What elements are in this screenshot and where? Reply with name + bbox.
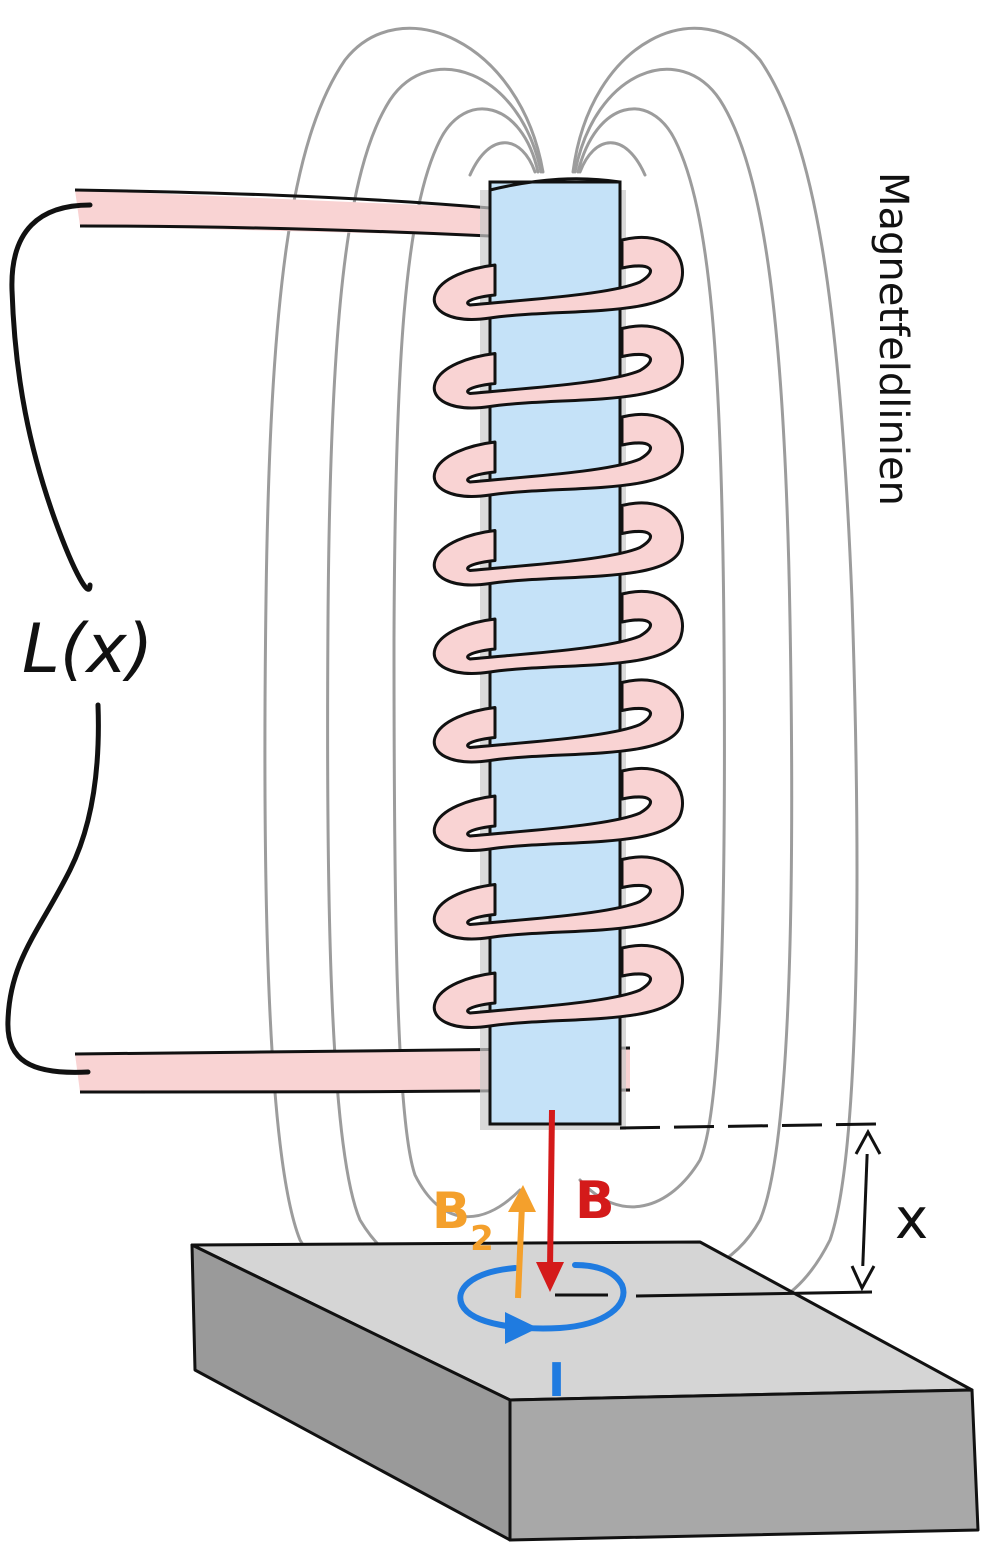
field-line-right-3 [576, 107, 726, 1209]
gap-label: x [895, 1187, 928, 1252]
b2-field-label-main: B [432, 1182, 470, 1240]
current-label: I [548, 1353, 565, 1407]
field-line-right-2 [573, 67, 794, 1283]
field-line-right-1 [571, 26, 859, 1318]
field-line-left-3 [392, 107, 540, 1219]
coil-windings [432, 236, 684, 1029]
field-line-right-4 [578, 141, 647, 177]
inductance-brace [5, 202, 101, 1075]
field-line-left-4 [468, 141, 537, 177]
field-line-left-2 [326, 67, 543, 1275]
current-arrowhead [505, 1312, 538, 1344]
b-field-arrowhead [536, 1262, 564, 1292]
field-line-left-1 [263, 26, 545, 1305]
plate-front-face [508, 1388, 980, 1542]
b2-field-label-sub: 2 [470, 1219, 494, 1259]
b2-field-arrowhead [508, 1185, 536, 1212]
top-wire-lead [75, 190, 490, 236]
metal-plate [190, 1240, 980, 1542]
coil-turn [432, 944, 684, 1029]
b-field-arrow-shaft [547, 1109, 555, 1271]
b-field-label: B [575, 1171, 615, 1231]
b2-field-label: B2 [432, 1182, 494, 1259]
inductance-label: L(x) [22, 610, 153, 689]
coil-turn [432, 767, 684, 852]
coil-turn [432, 590, 684, 675]
field-lines-label: Magnetfeldlinien [870, 172, 916, 506]
coil-turn [432, 324, 684, 410]
coil-turn [432, 501, 684, 587]
coil-turn [432, 413, 684, 498]
coil-turn [432, 678, 684, 764]
eddy-current-loop [457, 1262, 627, 1332]
coil-turn [432, 855, 684, 941]
coil-turn [432, 236, 684, 321]
magnetic-field-lines [263, 26, 859, 1318]
b2-field-arrow-shaft [515, 1204, 525, 1299]
gap-dimension [555, 1122, 882, 1298]
